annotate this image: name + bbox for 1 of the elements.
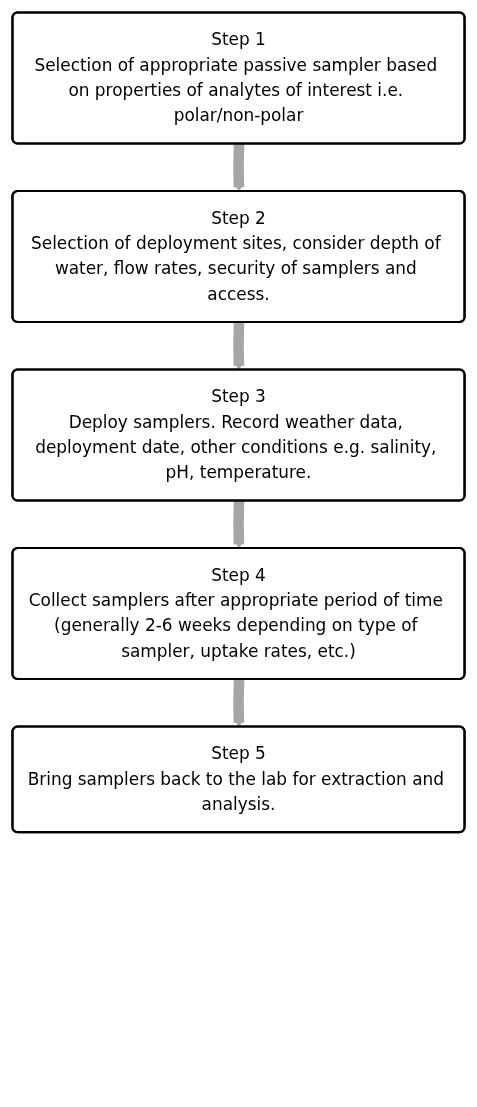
- arrow: [233, 500, 245, 549]
